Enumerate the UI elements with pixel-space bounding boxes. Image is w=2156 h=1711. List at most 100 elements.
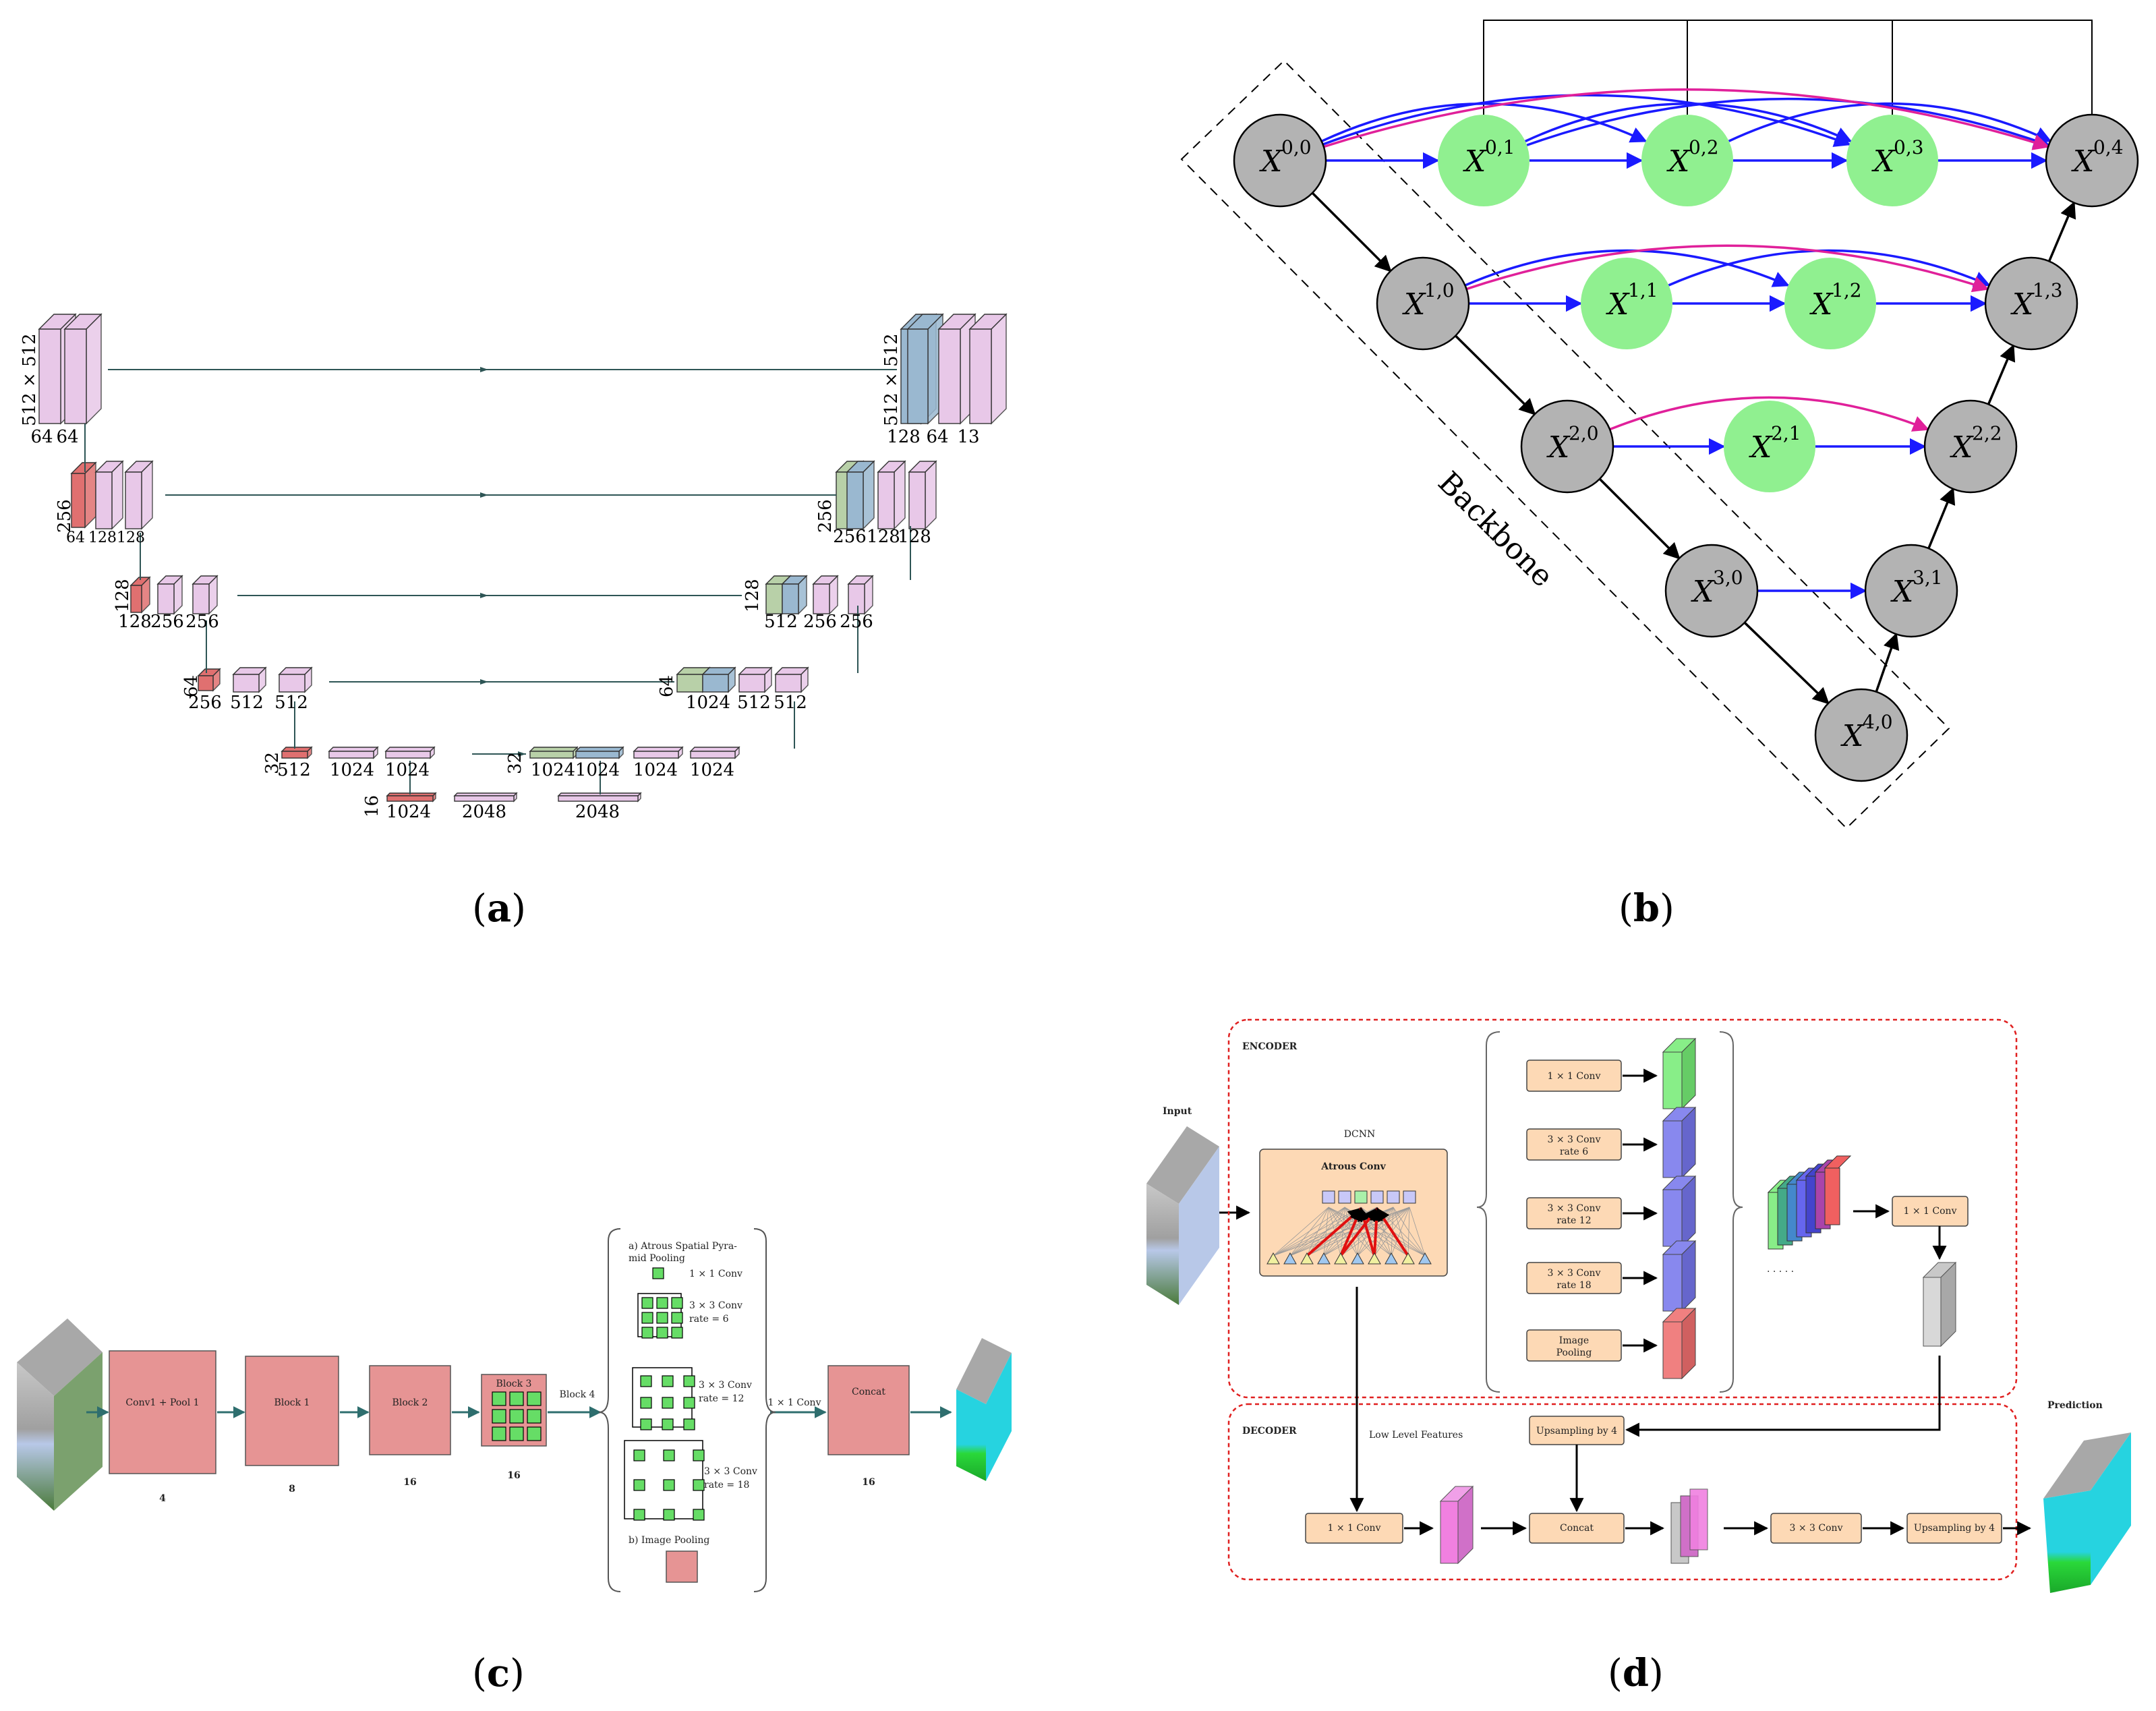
- ch-r3a: 512: [764, 612, 798, 632]
- backbone-box: [1180, 59, 1950, 830]
- grid-cell: [641, 1327, 653, 1339]
- node-x22: X2,2: [1923, 399, 2018, 494]
- edge-20-30: [1598, 477, 1681, 560]
- ch-r1c: 13: [957, 427, 979, 447]
- grid-cell: [656, 1312, 668, 1324]
- atrous-top-cell: [1322, 1190, 1335, 1204]
- block2-label: Block 2: [392, 1397, 428, 1408]
- conv-pool-block: [109, 1350, 216, 1474]
- svg-text:0,2: 0,2: [1689, 136, 1719, 158]
- concat-stack: [1767, 1155, 1852, 1250]
- upsample4-label: Upsampling by 4: [1536, 1426, 1617, 1437]
- svg-text:3,1: 3,1: [1913, 567, 1943, 589]
- svg-text:1,0: 1,0: [1424, 279, 1455, 301]
- encoder-output-map: [1922, 1261, 1957, 1347]
- node-x10: X1,0: [1376, 256, 1470, 351]
- atrous-top-cell: [1387, 1190, 1400, 1204]
- dots-label: . . . . .: [1767, 1264, 1794, 1275]
- arrowhead-2: [480, 492, 488, 498]
- grid-cell: [509, 1426, 524, 1441]
- grid-cell: [492, 1409, 506, 1424]
- fmap-r5a: [529, 746, 579, 759]
- svg-text:X: X: [1402, 287, 1426, 322]
- fmap-r3c: [812, 575, 839, 615]
- conv-pool-label: Conv1 + Pool 1: [125, 1397, 199, 1408]
- fmap-r1b: [906, 313, 944, 425]
- image-pooling-label: b) Image Pooling: [629, 1535, 709, 1546]
- grid-cell: [633, 1479, 645, 1491]
- svg-text:4,0: 4,0: [1863, 711, 1893, 733]
- n16c-label: 16: [862, 1477, 875, 1488]
- dec-conv3-label: 3 × 3 Conv: [1790, 1523, 1843, 1534]
- svg-text:X: X: [1749, 430, 1773, 465]
- low-level-map: [1439, 1485, 1474, 1565]
- grid-cell: [693, 1449, 705, 1461]
- grid-cell: [671, 1297, 683, 1309]
- grid-cell: [662, 1375, 674, 1387]
- ch-l2b: 128: [88, 529, 117, 546]
- svg-text:X: X: [1691, 575, 1715, 609]
- ch-l2a: 64: [66, 529, 85, 546]
- grid-cell: [640, 1375, 652, 1387]
- dec-concat-label: Concat: [1560, 1523, 1594, 1534]
- atrous-diagram: [1266, 1190, 1432, 1265]
- aspp-6-label-a: 3 × 3 Conv: [689, 1300, 742, 1311]
- fmap-l2c: [124, 460, 154, 530]
- dec-up-box: [1906, 1513, 2002, 1544]
- svg-text:X: X: [1871, 144, 1896, 179]
- grid-cell: [683, 1375, 695, 1387]
- decoder-concat-maps: [1670, 1488, 1708, 1564]
- atrous-label: Atrous Conv: [1320, 1161, 1386, 1172]
- ch-r5d: 1024: [690, 760, 734, 780]
- atrous-bottom-cell: [1334, 1252, 1347, 1265]
- ch-l2c: 128: [117, 529, 145, 546]
- fmap-l5a: [281, 746, 313, 759]
- fmap-r3d: [847, 575, 874, 615]
- node-x11: X1,1: [1581, 258, 1672, 349]
- svg-text:X: X: [1666, 144, 1691, 179]
- svg-text:X: X: [1950, 430, 1974, 465]
- fmap-r3b: [781, 575, 808, 615]
- concat-block: [827, 1365, 910, 1455]
- grid-cell: [641, 1297, 653, 1309]
- atrous-top-cell: [1403, 1190, 1416, 1204]
- ch-r2a: 256: [833, 527, 867, 547]
- block2: [369, 1365, 451, 1455]
- svg-text:0,3: 0,3: [1894, 136, 1924, 158]
- arc-01-04: [1526, 97, 2051, 148]
- atrous-bottom-cell: [1300, 1252, 1314, 1265]
- arc-11-13: [1668, 249, 1991, 287]
- edge-10-20: [1455, 335, 1536, 415]
- svg-text:X: X: [1259, 144, 1283, 179]
- dec-conv-label: 1 × 1 Conv: [1328, 1523, 1381, 1534]
- node-x21: X2,1: [1724, 401, 1815, 492]
- block3-grid: [492, 1391, 542, 1441]
- atrous-bottom-cell: [1283, 1252, 1297, 1265]
- edge-13-04: [2047, 201, 2076, 262]
- grid-cell: [663, 1479, 675, 1491]
- aspp-branch-label: 1 × 1 Conv: [1548, 1071, 1601, 1082]
- grid-cell: [527, 1391, 542, 1406]
- ch-r3c: 256: [840, 612, 873, 632]
- aspp-branch-1: 1 × 1 Conv: [1526, 1037, 1697, 1110]
- dim-256-left: 256: [55, 499, 75, 533]
- aspp-title-2: mid Pooling: [629, 1253, 685, 1264]
- svg-text:1,1: 1,1: [1628, 279, 1658, 301]
- svg-text:2,2: 2,2: [1972, 422, 2002, 444]
- atrous-bottom-cell: [1401, 1252, 1415, 1265]
- arrowhead-4: [480, 679, 488, 685]
- ch-l5b: 1024: [330, 760, 374, 780]
- n4-label: 4: [159, 1493, 166, 1504]
- grid-cell: [683, 1418, 695, 1430]
- arc-00-03: [1322, 94, 1851, 147]
- ch-l4c: 512: [274, 693, 308, 713]
- grid-cell: [640, 1418, 652, 1430]
- aspp-branch-label: 3 × 3 Conv: [1548, 1134, 1601, 1145]
- ch-l3b: 256: [150, 612, 184, 632]
- dcnn-label: DCNN: [1344, 1129, 1375, 1140]
